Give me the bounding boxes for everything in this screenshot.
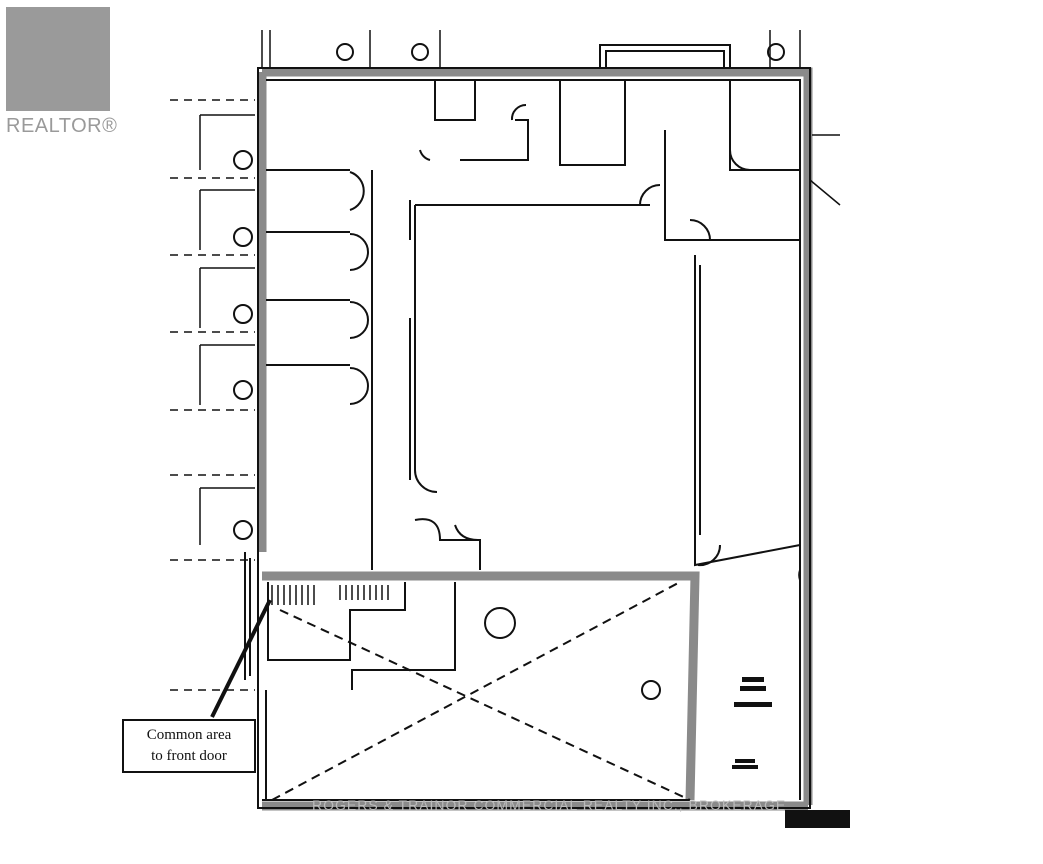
column-markers [233,43,785,700]
callout-line-1: Common area [146,727,232,743]
callout-line-2: to front door [151,748,227,764]
common-area-callout: Common area to front door [122,719,256,773]
realtor-logo-mark [6,7,110,111]
parking-stalls [170,30,841,691]
open-area-diagonals [271,581,691,801]
registered-mark: ® [102,115,118,137]
storage-label-marks [732,677,850,828]
realtor-logo: REALTOR® [6,7,124,138]
realtor-logo-text: REALTOR [6,115,103,137]
door-swings [349,103,801,581]
stairs [271,585,389,605]
outer-walls [257,67,813,811]
brokerage-watermark: ROGERS & TRAINOR COMMERCIAL REALTY INC.,… [312,797,787,813]
wall-lines [244,44,811,809]
